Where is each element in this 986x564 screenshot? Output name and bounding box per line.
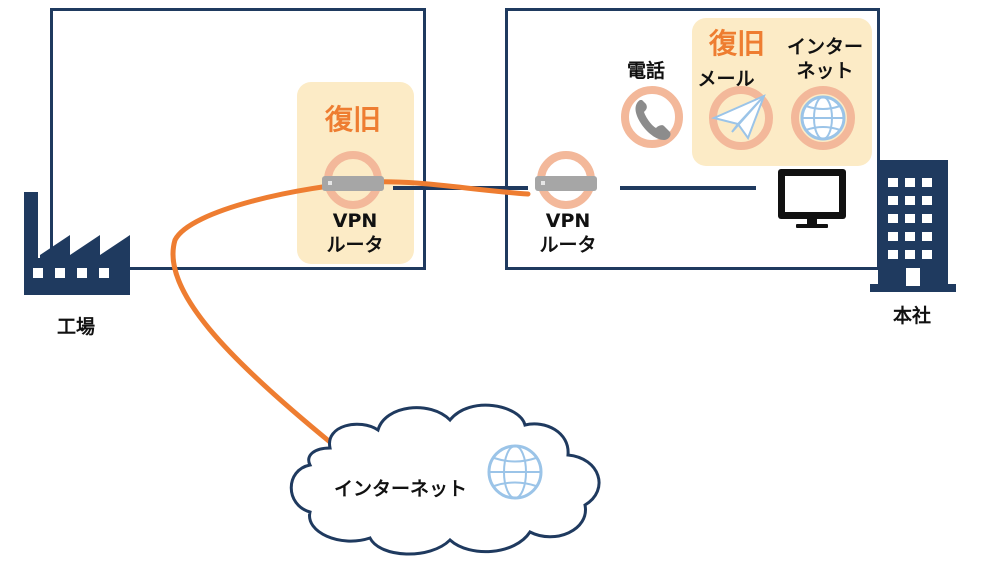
monitor-icon [778,169,846,228]
factory-router-label-line1: VPN [332,210,378,232]
mail-label: メール [697,68,755,90]
cloud-internet-label: インターネット [334,478,468,500]
hq-router-icon [535,151,597,209]
factory-label: 工場 [56,316,96,338]
internet-label-line2: ネット [796,60,854,82]
phone-label: 電話 [626,60,666,82]
factory-router-icon [322,151,384,209]
hq-router-label-line1: VPN [545,210,591,232]
hq-restore-label: 復旧 [708,27,766,60]
factory-restore-label: 復旧 [324,103,382,136]
internet-cloud [289,403,601,556]
internet-label-line1: インター [786,36,864,58]
mail-plane-icon [709,86,773,150]
factory-icon [24,192,130,295]
headquarters-network-box [505,8,880,270]
building-icon [870,160,956,292]
cloud-internet-globe-icon [487,444,543,500]
factory-network-box [50,8,426,270]
factory-restore-highlight [297,82,414,264]
hq-internet-globe-icon [791,86,855,150]
factory-router-label-line2: ルータ [326,234,384,256]
hq-router-label-line2: ルータ [539,234,597,256]
phone-icon [621,86,683,148]
vpn-restore-path [170,179,531,445]
headquarters-label: 本社 [892,305,932,327]
